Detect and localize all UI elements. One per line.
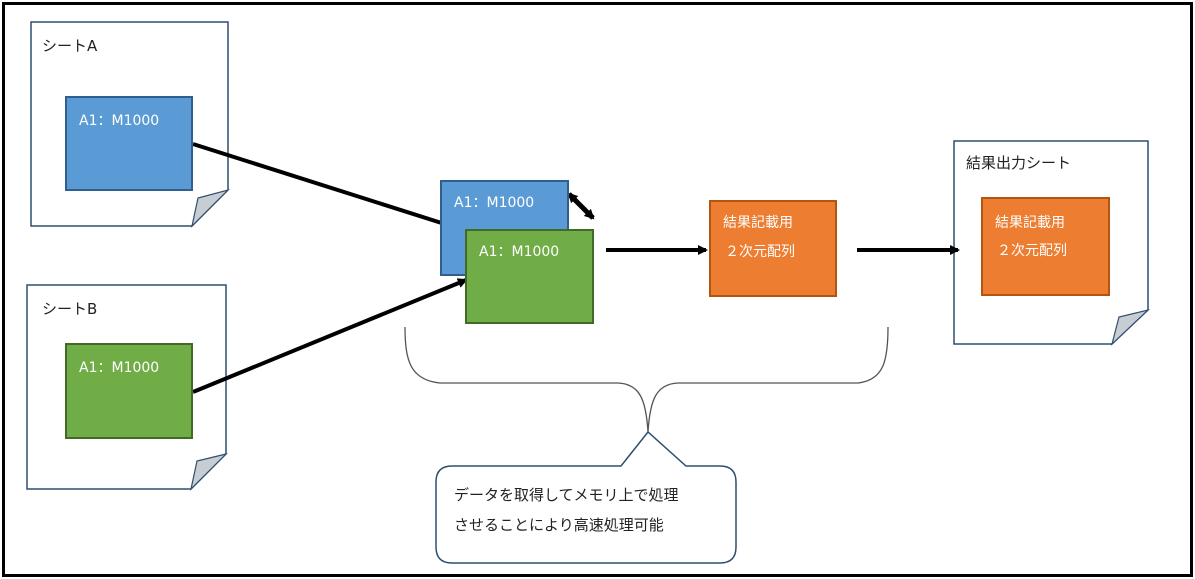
sheet-b-range-box: A1：M1000 <box>65 343 193 439</box>
memory-range-a-text: A1：M1000 <box>454 195 535 211</box>
callout-line1: データを取得してメモリ上で処理 <box>454 486 679 504</box>
sheet-a-range-text: A1：M1000 <box>79 113 160 129</box>
result-array-line2: ２次元配列 <box>725 244 795 260</box>
sheet-a-range-box: A1：M1000 <box>65 96 193 191</box>
sheet-b-range-text: A1：M1000 <box>79 360 160 376</box>
output-array-box: 結果記載用 ２次元配列 <box>981 197 1110 296</box>
memory-range-b-text: A1：M1000 <box>479 244 560 260</box>
result-array-box: 結果記載用 ２次元配列 <box>709 200 837 297</box>
result-array-line1: 結果記載用 <box>723 215 793 231</box>
sheet-b-label: シートB <box>42 300 98 318</box>
output-array-line1: 結果記載用 <box>995 215 1065 231</box>
sheet-a-label: シートA <box>42 37 98 55</box>
output-sheet-label: 結果出力シート <box>966 154 1072 172</box>
output-array-line2: ２次元配列 <box>997 243 1067 259</box>
callout-line2: させることにより高速処理可能 <box>454 516 664 534</box>
memory-range-b-box: A1：M1000 <box>465 229 594 324</box>
